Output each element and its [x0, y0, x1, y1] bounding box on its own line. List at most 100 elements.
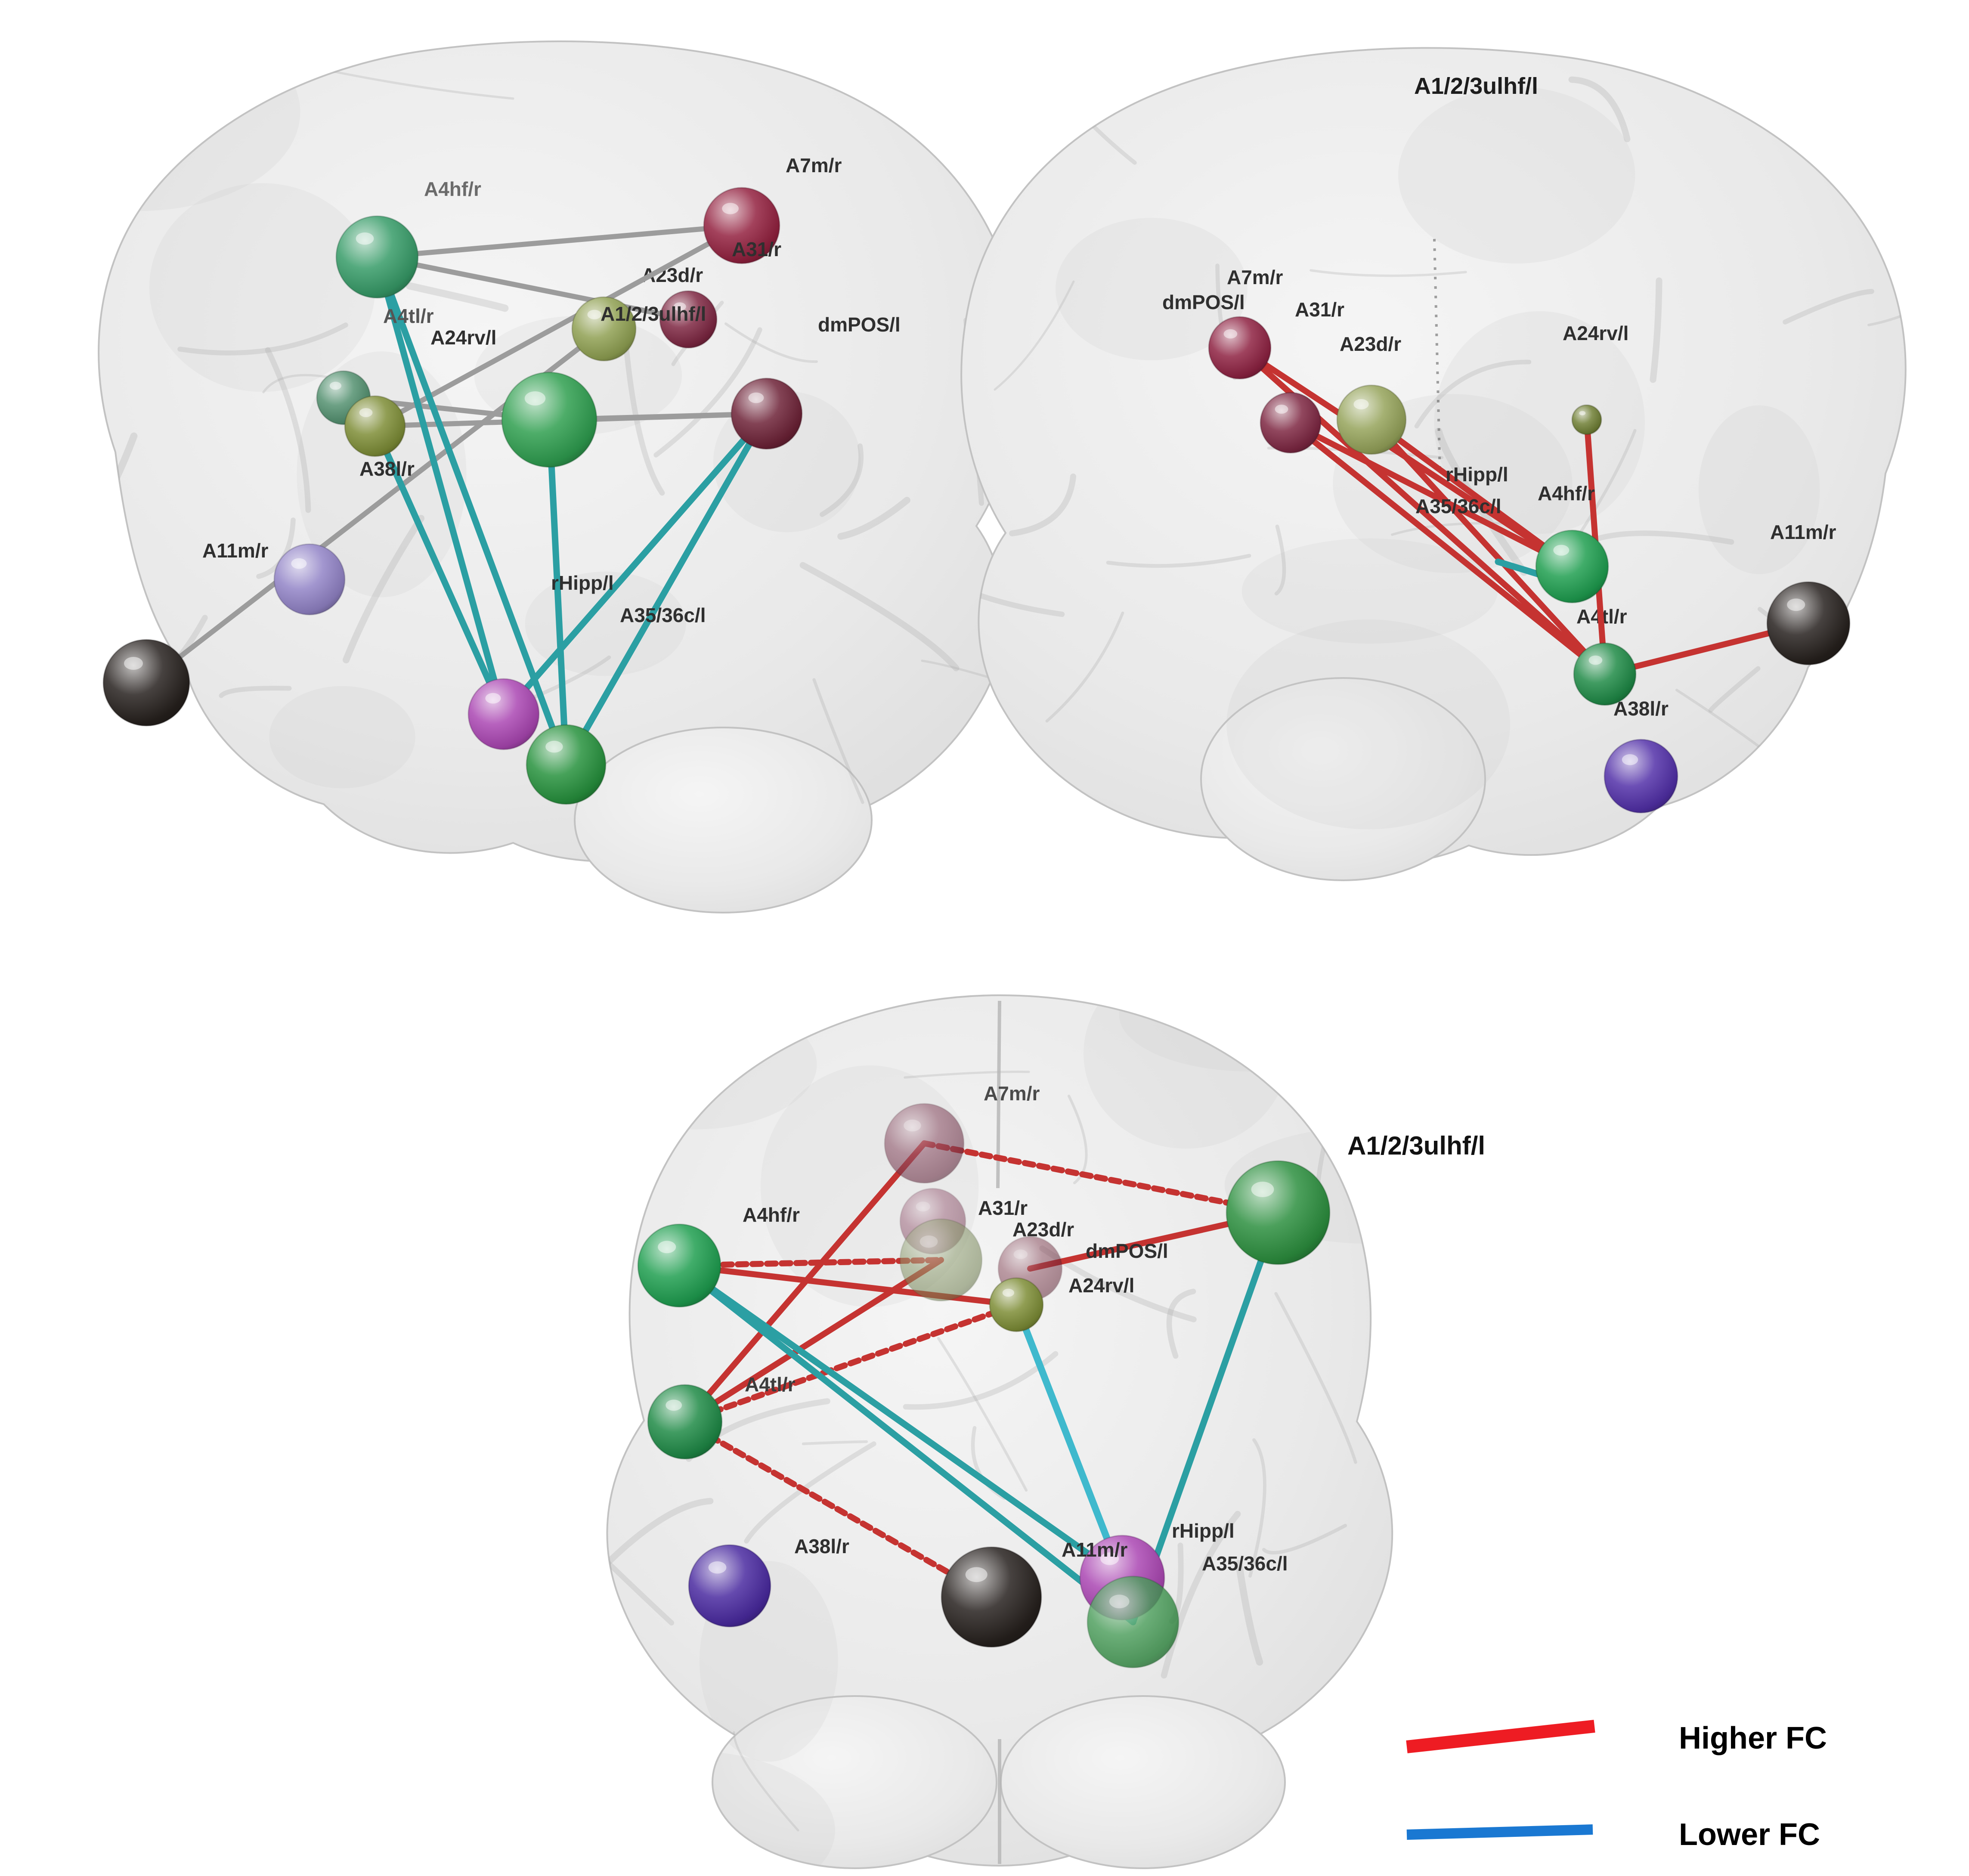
node-label-a7m-r: A7m/r: [1227, 266, 1283, 288]
node-label-rhipp-l: rHipp/l: [1172, 1520, 1235, 1542]
node-highlight-a35-36c-l: [1109, 1594, 1130, 1609]
edge-a23d-r--a4hf-r-higher: [1368, 417, 1575, 570]
node-label-a23d-r: A23d/r: [1012, 1218, 1074, 1241]
node-label-a24rv-l: A24rv/l: [1068, 1274, 1134, 1297]
node-highlight-a24rv-l: [1579, 411, 1586, 415]
node-highlight-a23d-r: [1353, 399, 1369, 409]
node-label-a11m-r: A11m/r: [1062, 1539, 1128, 1561]
brain-silhouette: [606, 994, 1393, 1869]
node-label-a35-36c-l: A35/36c/l: [620, 604, 706, 626]
node-highlight-a1-2-3ulhf-l: [524, 391, 546, 406]
edge-a4tl-r--a24rv-l-higher: [682, 1302, 1019, 1425]
edge-a4hf-r--a31-r-neutral: [375, 254, 691, 322]
edges: [1237, 345, 1811, 677]
node-a4hf-r: [1535, 529, 1609, 604]
node-highlight-a23d-r: [587, 310, 602, 319]
node-label-rhipp-l: rHipp/l: [1446, 463, 1508, 486]
node-highlight-a4hf-r: [1553, 545, 1570, 556]
node-highlight-a11m-r: [124, 657, 143, 670]
edge-a4tl-r--a11m-r-higher: [682, 1419, 994, 1600]
node-label-a1-2-3ulhf-l: A1/2/3ulhf/l: [1414, 73, 1538, 99]
node-a4tl-r: [1573, 642, 1637, 706]
edge-a23d-r--a4tl-r-higher: [1368, 417, 1608, 677]
node-label-a1-2-3ulhf-l: A1/2/3ulhf/l: [1347, 1131, 1485, 1160]
brain-folds-texture: [961, 58, 1906, 830]
edge-dmpos-l--a35-36c-l-lower: [563, 410, 770, 768]
edge-dmpos-l--rhipp-l-lower: [500, 410, 770, 718]
node-label-a11m-r: A11m/r: [1770, 521, 1836, 543]
node-label-a35-36c-l: A35/36c/l: [1202, 1552, 1288, 1575]
node-label-a4hf-r: A4hf/r: [424, 178, 481, 200]
legend: Higher FC Lower FC: [1406, 1720, 1827, 1852]
edge-a24rv-l--rhipp-l-lower: [372, 423, 507, 718]
node-a38l-r: [273, 543, 346, 616]
edge-a31-r--a4tl-r-higher: [1288, 420, 1608, 677]
edge-a31-r--a4hf-r-higher: [1288, 420, 1575, 570]
node-highlight-a7m-r: [904, 1119, 921, 1132]
node-highlight-a35-36c-l: [545, 740, 563, 753]
labels-front: A4hf/rA7m/rA31/rA4tl/rA24rv/lA1/2/3ulhf/…: [202, 154, 901, 626]
nodes: [1208, 316, 1851, 814]
node-label-a4hf-r: A4hf/r: [743, 1204, 800, 1226]
node-label-a4tl-r: A4tl/r: [745, 1373, 796, 1396]
edge-a7m-r--a1-2-3ulhf-l-higher: [921, 1140, 1281, 1216]
edge-a4hf-r--a24rv-l-higher: [676, 1263, 1019, 1308]
node-a23d-r: [1336, 384, 1407, 455]
node-highlight-a1-2-3ulhf-l: [1251, 1182, 1274, 1197]
node-a7m-r: [1208, 316, 1272, 380]
node-label-a23d-r: A23d/r: [1340, 333, 1401, 355]
edge-a4hf-r--a35-36c-l-lower: [676, 1262, 1136, 1625]
nodes: [637, 1103, 1331, 1669]
node-a1-2-3ulhf-l: [501, 371, 598, 468]
node-label-a4tl-r: A4tl/r: [383, 305, 434, 327]
node-a35-36c-l: [1087, 1576, 1180, 1669]
labels-front: A7m/rA1/2/3ulhf/lA31/rA23d/rdmPOS/lA24rv…: [743, 1082, 1485, 1575]
node-highlight-a4tl-r: [666, 1399, 682, 1411]
node-a24rv-l: [344, 395, 406, 457]
node-highlight-dmpos-l: [1013, 1249, 1028, 1259]
node-label-a38l-r: A38l/r: [794, 1535, 849, 1557]
node-a4hf-r: [335, 215, 419, 299]
edge-a4hf-r--a7m-r-neutral: [375, 223, 744, 260]
node-a24rv-l: [1571, 404, 1602, 435]
node-a24rv-l: [989, 1277, 1044, 1332]
node-a31-r: [1260, 392, 1322, 454]
edge-a24rv-l--rhipp-l-lower_bright: [1013, 1301, 1126, 1581]
node-label-a38l-r: A38l/r: [1613, 697, 1669, 720]
node-a23d-r: [899, 1218, 983, 1302]
nodes: [102, 187, 803, 805]
edge-a7m-r--a24rv-l-neutral: [372, 223, 744, 429]
node-label-a7m-r: A7m/r: [786, 154, 842, 176]
node-label-a7m-r: A7m/r: [984, 1082, 1040, 1105]
node-highlight-a38l-r: [708, 1561, 727, 1574]
legend-lower-fc-label: Lower FC: [1679, 1817, 1820, 1852]
node-highlight-a31-r: [673, 302, 686, 311]
edge-a4tl-r--a23d-r-higher: [682, 1257, 944, 1425]
view-sagittal-left-brain: A23d/rA4hf/rA7m/rA31/rA4tl/rA24rv/lA1/2/…: [98, 40, 1022, 913]
node-highlight-a4hf-r: [658, 1241, 676, 1254]
edge-a4hf-r--a23d-r-higher: [676, 1257, 944, 1269]
node-label-rhipp-l: rHipp/l: [551, 572, 614, 594]
view-sagittal-right-brain: A31/rA4tl/rA38l/rdmPOS/lA7m/rA23d/rA24rv…: [960, 47, 1907, 881]
node-highlight-a31-r: [916, 1201, 930, 1212]
node-highlight-a7m-r: [722, 203, 739, 214]
render-artifact-line: [1433, 238, 1441, 474]
edges: [676, 1140, 1282, 1625]
node-highlight-rhipp-l: [485, 693, 501, 704]
node-label-a31-r: A31/r: [732, 238, 781, 260]
node-highlight-a23d-r: [919, 1235, 938, 1248]
legend-lower-fc-line: [1406, 1824, 1593, 1840]
node-a35-36c-l: [526, 724, 607, 805]
node-a4tl-r: [647, 1384, 723, 1460]
node-highlight-a4tl-r: [329, 381, 342, 390]
node-a38l-r: [688, 1544, 771, 1628]
node-label-a1-2-3ulhf-l: A1/2/3ulhf/l: [601, 303, 706, 325]
node-rhipp-l: [467, 678, 540, 750]
legend-higher-fc-label: Higher FC: [1679, 1721, 1827, 1755]
edge-a4hf-r--rhipp-l-lower: [374, 254, 507, 718]
node-highlight-a31-r: [1275, 405, 1288, 414]
node-a11m-r: [1766, 581, 1851, 666]
node-label-dmpos-l: dmPOS/l: [1086, 1240, 1168, 1262]
